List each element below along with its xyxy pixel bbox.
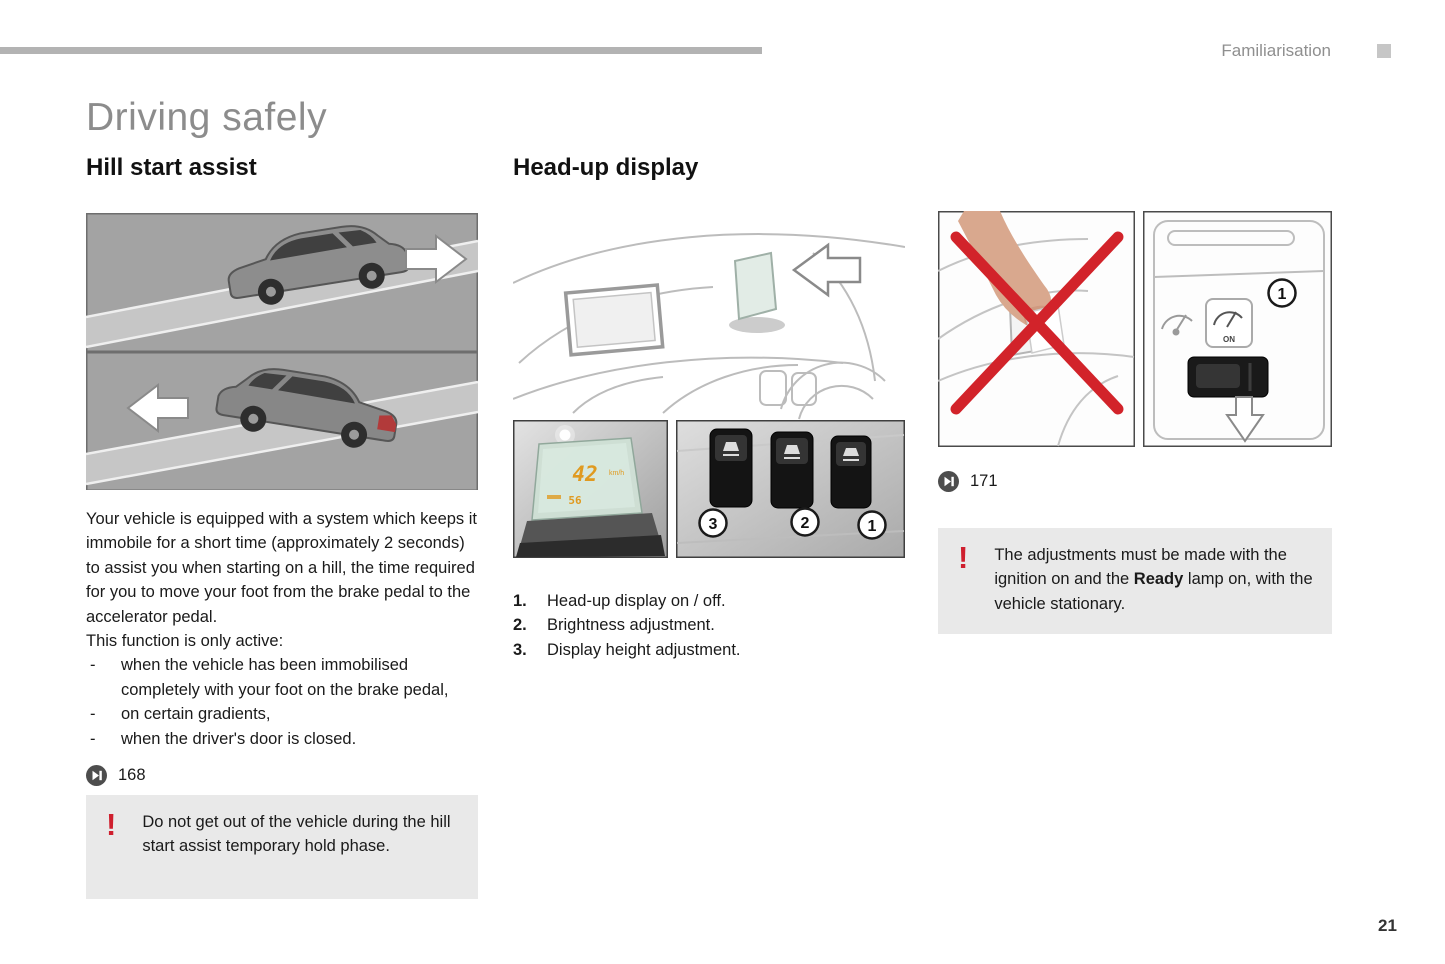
hill-start-paragraph: Your vehicle is equipped with a system w… <box>86 510 478 626</box>
arrow-down-icon <box>1225 396 1265 443</box>
page-reference-icon <box>938 471 959 492</box>
callout-2: 2 <box>790 507 820 537</box>
switch-closeup-panel: ON 1 <box>1143 211 1332 447</box>
warning-text-pre: The adjustments must be made with the ig… <box>994 546 1287 589</box>
wiper-icon <box>1161 314 1193 336</box>
page-number: 21 <box>1378 916 1397 935</box>
arrow-right-icon <box>405 233 468 285</box>
bullet-marker: - <box>90 705 96 724</box>
list-text: Head-up display on / off. <box>547 592 726 610</box>
header-square-marker <box>1377 44 1391 58</box>
combiner-base <box>729 317 785 333</box>
list-text: Display height adjustment. <box>547 640 741 659</box>
warning-text: Do not get out of the vehicle during the… <box>142 813 451 856</box>
arrow-left-icon <box>126 382 189 434</box>
head-up-list: 1. Head-up display on / off. 2. Brightne… <box>513 589 905 662</box>
page-title: Driving safely <box>86 96 328 139</box>
warning-text-post: lamp on, with the vehicle stationary. <box>994 570 1313 613</box>
car-side-icon <box>227 225 410 305</box>
red-cross-icon <box>950 231 1124 415</box>
hill-start-paragraph-2: This function is only active: <box>86 632 284 651</box>
hud-unit-photo: 42 km/h 56 <box>513 420 668 558</box>
arrow-left-icon <box>791 242 862 298</box>
switch-on-label: ON <box>1223 335 1235 344</box>
nav-screen-sketch <box>563 283 665 357</box>
warning-box-head-up: ! The adjustments must be made with the … <box>938 528 1332 634</box>
warning-text-bold: Ready <box>1133 570 1184 589</box>
bullet-text: on certain gradients, <box>121 705 271 724</box>
warning-icon: ! <box>958 540 969 575</box>
section-heading-hill-start: Hill start assist <box>86 154 257 181</box>
bullet-text: when the vehicle has been immobilised co… <box>121 656 449 699</box>
hud-secondary-readout: 56 <box>568 494 582 507</box>
bullet-text: when the driver's door is closed. <box>121 729 357 748</box>
hud-speed-unit: km/h <box>609 470 624 477</box>
bullet-marker: - <box>90 729 96 748</box>
do-not-touch-panel <box>938 211 1135 447</box>
callout-label-1: 1 <box>868 518 877 535</box>
list-item: 2. Brightness adjustment. <box>513 613 905 637</box>
callout-label-3: 3 <box>709 516 718 533</box>
hud-switch <box>709 428 753 508</box>
warning-text: The adjustments must be made with the ig… <box>994 543 1318 616</box>
hill-start-illustration <box>86 213 478 490</box>
bullet-marker: - <box>90 656 96 675</box>
list-number: 2. <box>513 616 527 635</box>
header-section-label: Familiarisation <box>1221 41 1331 60</box>
hill-start-body: Your vehicle is equipped with a system w… <box>86 507 478 751</box>
callout-label-1: 1 <box>1278 286 1287 303</box>
warning-box-hill-start: ! Do not get out of the vehicle during t… <box>86 795 478 899</box>
list-item: - when the vehicle has been immobilised … <box>86 653 478 702</box>
list-number: 3. <box>513 640 527 659</box>
header-rule <box>0 47 762 54</box>
section-heading-head-up: Head-up display <box>513 154 699 181</box>
hill-down-panel <box>86 352 478 490</box>
console-illustration: ON 1 <box>938 211 1332 447</box>
page-reference: 171 <box>938 471 998 492</box>
page-reference-number: 168 <box>118 766 146 784</box>
page-reference-icon <box>86 765 107 786</box>
page-reference: 168 <box>86 765 146 786</box>
page-reference-number: 171 <box>970 472 998 490</box>
hud-switch <box>770 431 814 509</box>
list-number: 1. <box>513 592 527 610</box>
callout-3: 3 <box>698 508 728 538</box>
callout-1: 1 <box>1267 278 1297 308</box>
callout-1: 1 <box>857 510 887 540</box>
hud-speed-readout: 42 <box>572 462 597 486</box>
rocker-switch <box>1187 356 1269 398</box>
glow-light <box>559 429 571 441</box>
head-up-display-illustration: 42 km/h 56 <box>513 213 905 558</box>
list-item: 1. Head-up display on / off. <box>513 589 905 613</box>
hud-buttons-photo: 3 2 1 <box>676 420 905 558</box>
callout-label-2: 2 <box>801 515 810 532</box>
warning-icon: ! <box>106 807 117 842</box>
list-text: Brightness adjustment. <box>547 616 715 635</box>
list-item: - on certain gradients, <box>86 702 478 726</box>
hud-switch <box>830 435 872 509</box>
hill-up-panel <box>86 213 478 352</box>
car-rear-icon <box>215 368 398 448</box>
list-item: 3. Display height adjustment. <box>513 638 905 662</box>
wiper-on-icon-tile: ON <box>1205 298 1253 348</box>
combiner-screen <box>733 251 778 321</box>
list-item: - when the driver's door is closed. <box>86 727 478 751</box>
